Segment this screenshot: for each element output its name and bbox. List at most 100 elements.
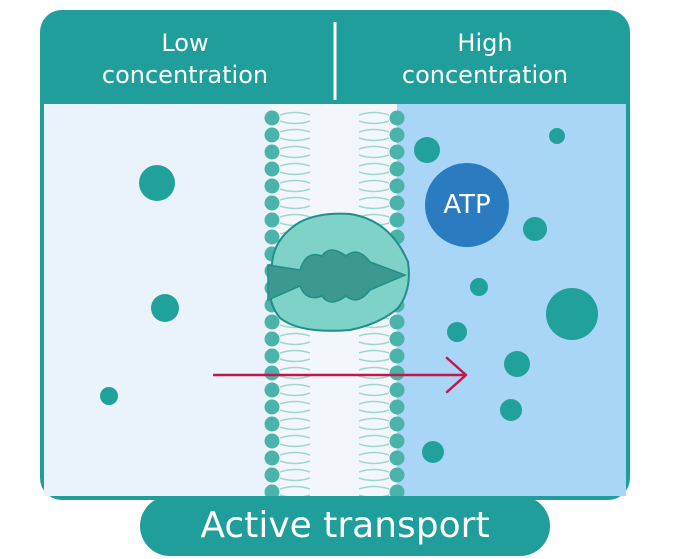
phospholipid-head — [389, 178, 405, 194]
phospholipid-tail — [279, 154, 311, 159]
phospholipid-tail — [279, 417, 311, 422]
phospholipid-tail — [358, 162, 390, 167]
molecule-right — [447, 322, 467, 342]
diagram-title: Active transport — [200, 505, 490, 546]
phospholipid-head — [264, 178, 280, 194]
phospholipid-head — [389, 484, 405, 500]
phospholipid-tail — [279, 358, 311, 363]
phospholipid-tail — [279, 349, 311, 354]
phospholipid-tail — [279, 162, 311, 167]
phospholipid-tail — [279, 383, 311, 388]
atp-label: ATP — [443, 190, 491, 220]
phospholipid-tail — [358, 171, 390, 176]
phospholipid-head — [389, 348, 405, 364]
phospholipid-tail — [279, 460, 311, 465]
carrier-protein-channel — [267, 249, 408, 303]
molecule-right — [470, 278, 488, 296]
phospholipid-tail — [358, 128, 390, 133]
phospholipid-tail — [279, 213, 311, 218]
phospholipid-tail — [279, 145, 311, 150]
phospholipid-tail — [358, 460, 390, 465]
phospholipid-tail — [358, 366, 390, 371]
phospholipid-head — [264, 450, 280, 466]
molecule-left-medium — [151, 294, 179, 322]
phospholipid-tail — [358, 392, 390, 397]
phospholipid-head — [264, 348, 280, 364]
phospholipid-head — [264, 416, 280, 432]
phospholipid-head — [389, 110, 405, 126]
molecule-right — [500, 399, 522, 421]
phospholipid-head — [264, 467, 280, 483]
phospholipid-tail — [358, 145, 390, 150]
phospholipid-head — [264, 161, 280, 177]
phospholipid-tail — [358, 205, 390, 210]
phospholipid-head — [389, 467, 405, 483]
phospholipid-head — [264, 229, 280, 245]
phospholipid-head — [264, 195, 280, 211]
phospholipid-tail — [279, 434, 311, 439]
molecule-left-small — [100, 387, 118, 405]
phospholipid-head — [264, 127, 280, 143]
molecule-right — [523, 217, 547, 241]
phospholipid-tail — [358, 477, 390, 482]
phospholipid-tail — [358, 375, 390, 380]
phospholipid-tail — [358, 417, 390, 422]
phospholipid-tail — [279, 485, 311, 490]
molecule-right — [504, 351, 530, 377]
phospholipid-head — [264, 365, 280, 381]
phospholipid-tail — [279, 366, 311, 371]
phospholipid-tail — [358, 485, 390, 490]
phospholipid-tail — [279, 171, 311, 176]
molecule-right — [546, 288, 598, 340]
low-concentration-label: Low concentration — [101, 29, 269, 89]
phospholipid-tail — [358, 154, 390, 159]
phospholipid-tail — [358, 443, 390, 448]
phospholipid-tail — [358, 409, 390, 414]
phospholipid-tail — [358, 196, 390, 201]
phospholipid-tail — [358, 332, 390, 337]
phospholipid-head — [264, 382, 280, 398]
phospholipid-head — [264, 399, 280, 415]
phospholipid-head — [264, 433, 280, 449]
transport-arrow-head — [445, 356, 468, 394]
phospholipid-tail — [279, 426, 311, 431]
phospholipid-tail — [279, 375, 311, 380]
phospholipid-head — [389, 365, 405, 381]
phospholipid-head — [389, 144, 405, 160]
phospholipid-tail — [358, 468, 390, 473]
phospholipid-head — [389, 433, 405, 449]
high-concentration-label: High concentration — [401, 29, 569, 89]
phospholipid-tail — [358, 179, 390, 184]
molecule-right — [414, 137, 440, 163]
phospholipid-head — [389, 382, 405, 398]
phospholipid-tail — [279, 400, 311, 405]
phospholipid-tail — [279, 188, 311, 193]
phospholipid-head — [389, 331, 405, 347]
phospholipid-head — [389, 416, 405, 432]
phospholipid-head — [389, 212, 405, 228]
phospholipid-tail — [358, 434, 390, 439]
phospholipid-head — [264, 144, 280, 160]
molecule-right — [549, 128, 565, 144]
phospholipid-tail — [279, 443, 311, 448]
phospholipid-tail — [358, 111, 390, 116]
phospholipid-tail — [279, 392, 311, 397]
phospholipid-tail — [358, 451, 390, 456]
phospholipid-head — [264, 110, 280, 126]
phospholipid-tail — [358, 341, 390, 346]
phospholipid-tail — [279, 120, 311, 125]
phospholipid-head — [389, 399, 405, 415]
phospholipid-tail — [358, 383, 390, 388]
title-pill — [140, 496, 550, 556]
phospholipid-tail — [279, 332, 311, 337]
phospholipid-head — [264, 331, 280, 347]
phospholipid-tail — [358, 120, 390, 125]
phospholipid-tail — [279, 409, 311, 414]
phospholipid-head — [264, 314, 280, 330]
phospholipid-tail — [279, 477, 311, 482]
phospholipid-head — [389, 450, 405, 466]
phospholipid-tail — [358, 349, 390, 354]
molecule-right — [422, 441, 444, 463]
phospholipid-tail — [358, 426, 390, 431]
